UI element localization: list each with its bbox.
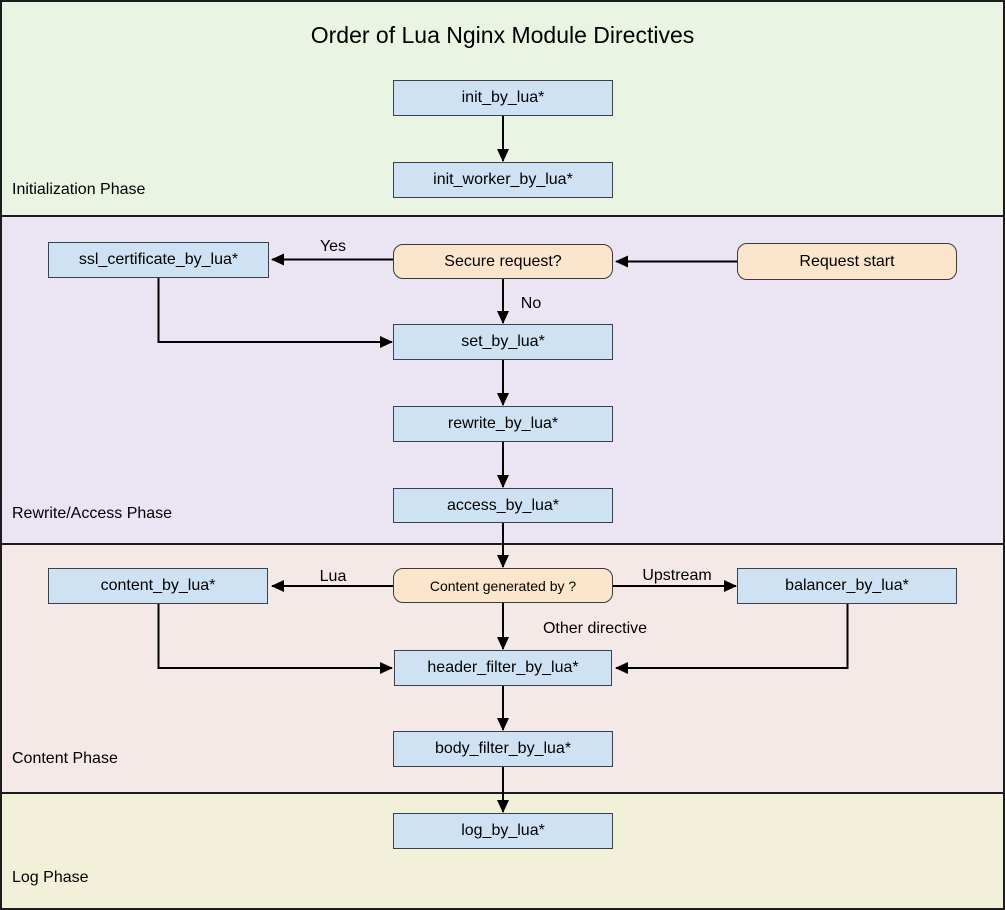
node-secure-request: Secure request? (393, 244, 613, 279)
phase-label-rewrite-access: Rewrite/Access Phase (12, 505, 173, 522)
node-balancer-by-lua: balancer_by_lua* (737, 568, 957, 604)
node-body-filter-by-lua: body_filter_by_lua* (393, 731, 613, 767)
phase-label-content: Content Phase (12, 750, 118, 767)
edge-label-other-directive: Other directive (542, 620, 648, 637)
phase-band-log (2, 792, 1003, 908)
edge-label-upstream: Upstream (642, 567, 712, 584)
node-content-by-lua: content_by_lua* (48, 568, 268, 604)
node-content-generated-by: Content generated by ? (393, 568, 613, 603)
edge-label-no: No (520, 295, 542, 312)
node-ssl-certificate-by-lua: ssl_certificate_by_lua* (48, 242, 269, 278)
diagram-title: Order of Lua Nginx Module Directives (310, 22, 695, 48)
node-log-by-lua: log_by_lua* (393, 813, 613, 849)
edge-label-lua: Lua (319, 568, 347, 585)
node-set-by-lua: set_by_lua* (393, 324, 613, 360)
node-access-by-lua: access_by_lua* (393, 488, 613, 523)
node-init-by-lua: init_by_lua* (393, 80, 613, 116)
node-init-worker-by-lua: init_worker_by_lua* (393, 162, 613, 198)
phase-label-log: Log Phase (12, 869, 89, 886)
phase-label-initialization: Initialization Phase (12, 181, 146, 198)
node-request-start: Request start (737, 243, 957, 280)
node-header-filter-by-lua: header_filter_by_lua* (394, 650, 612, 686)
node-rewrite-by-lua: rewrite_by_lua* (393, 406, 613, 442)
edge-label-yes: Yes (319, 238, 347, 255)
